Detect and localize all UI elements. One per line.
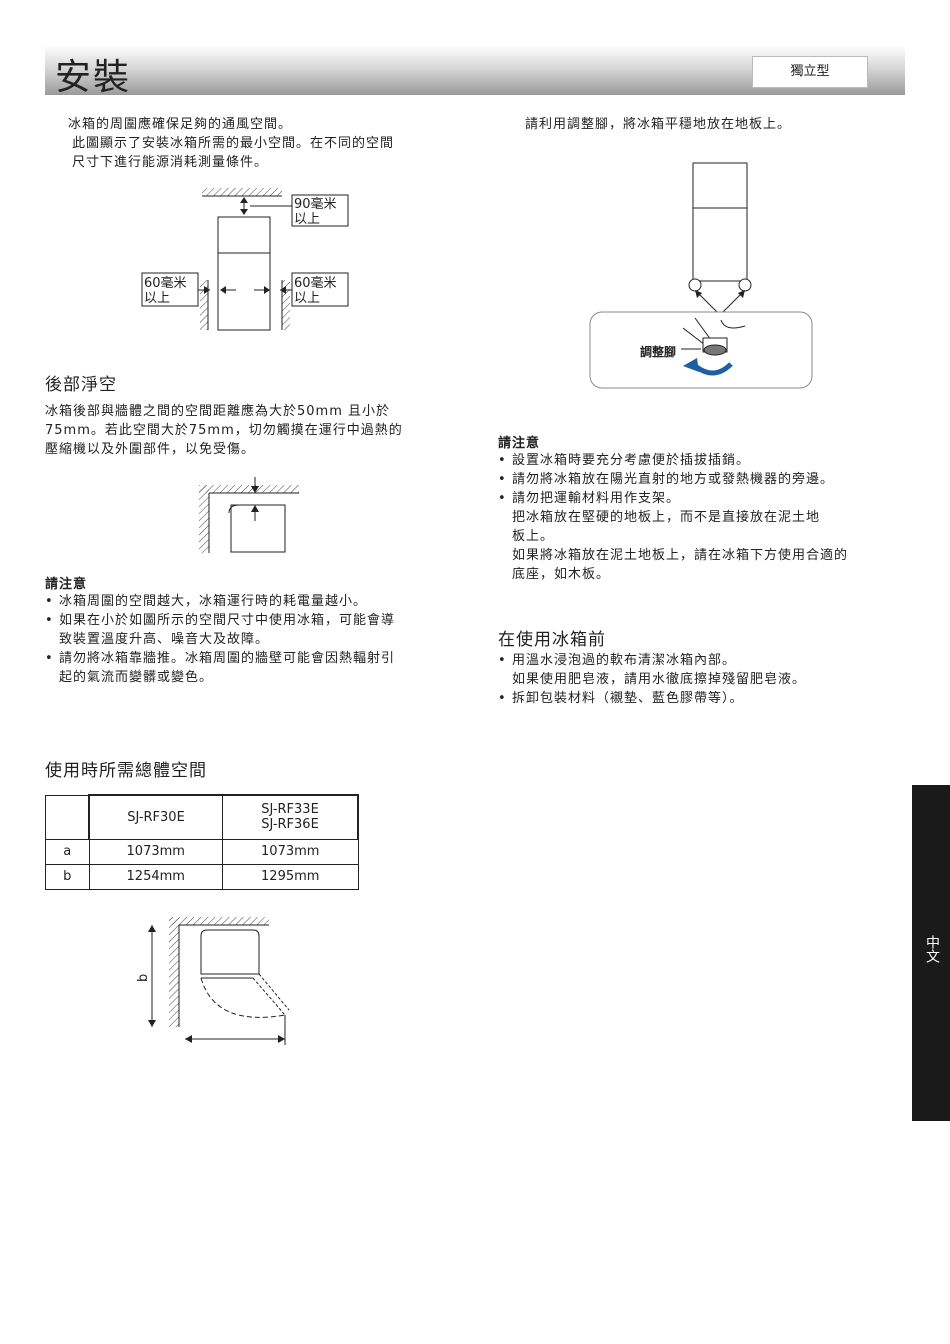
rear-title: 後部淨空: [45, 375, 117, 395]
type-badge: 獨立型: [752, 56, 868, 88]
language-side-tab: 中文: [912, 785, 950, 1121]
foot-label: 調整腳: [640, 344, 676, 359]
rear-line: 冰箱後部與牆體之間的空間距離應為大於50mm 且小於: [45, 404, 391, 419]
table-header: SJ-RF30E: [88, 794, 223, 840]
note1-list: 冰箱周圍的空間越大，冰箱運行時的耗電量越小。 如果在小於如圖所示的空間尺寸中使用…: [45, 592, 455, 687]
list-item: 拆卸包裝材料（襯墊、藍色膠帶等）。: [498, 689, 908, 708]
door-swing-diagram: b: [136, 917, 290, 1045]
space-title: 使用時所需總體空間: [45, 761, 207, 781]
intro-line: 冰箱的周圍應確保足夠的通風空間。: [68, 117, 293, 132]
before-title: 在使用冰箱前: [498, 630, 606, 650]
list-item: 設置冰箱時要充分考慮便於插拔插銷。: [498, 451, 908, 470]
left-label: 60毫米: [144, 275, 187, 291]
level-text: 請利用調整腳，將冰箱平穩地放在地板上。: [525, 117, 792, 132]
list-item: 用溫水浸泡過的軟布清潔冰箱內部。如果使用肥皂液，請用水徹底擦掉殘留肥皂液。: [498, 651, 908, 689]
table-row: b 1254mm 1295mm: [45, 863, 359, 890]
rear-clearance-diagram: [199, 477, 299, 553]
rear-line: 75mm。若此空間大於75mm，切勿觸摸在運行中過熱的: [45, 423, 403, 438]
leveling-diagram: 調整腳: [589, 162, 813, 389]
before-list: 用溫水浸泡過的軟布清潔冰箱內部。如果使用肥皂液，請用水徹底擦掉殘留肥皂液。 拆卸…: [498, 651, 908, 708]
dimension-b-label: b: [136, 974, 151, 982]
right-label-2: 以上: [294, 291, 320, 306]
rear-text: 冰箱後部與牆體之間的空間距離應為大於50mm 且小於 75mm。若此空間大於75…: [45, 402, 403, 459]
table-row: a 1073mm 1073mm: [45, 838, 359, 865]
list-item: 請勿把運輸材料用作支架。 把冰箱放在堅硬的地板上，而不是直接放在泥土地 板上。 …: [498, 489, 908, 584]
clearance-diagram: 90毫米 以上 60毫米 以上 60毫米 以上: [141, 188, 349, 331]
list-item: 冰箱周圍的空間越大，冰箱運行時的耗電量越小。: [45, 592, 455, 611]
intro-line: 此圖顯示了安裝冰箱所需的最小空間。在不同的空間: [72, 136, 395, 151]
page-title: 安裝: [55, 57, 132, 98]
note2-title: 請注意: [498, 436, 541, 451]
note2-list: 設置冰箱時要充分考慮便於插拔插銷。 請勿將冰箱放在陽光直射的地方或發熱機器的旁邊…: [498, 451, 908, 584]
language-label: 中文: [924, 935, 940, 963]
left-label-2: 以上: [144, 291, 170, 306]
list-item: 請勿將冰箱放在陽光直射的地方或發熱機器的旁邊。: [498, 470, 908, 489]
intro-text: 冰箱的周圍應確保足夠的通風空間。 此圖顯示了安裝冰箱所需的最小空間。在不同的空間…: [68, 115, 394, 172]
right-label: 60毫米: [294, 275, 337, 291]
rear-line: 壓縮機以及外圍部件，以免受傷。: [45, 442, 256, 457]
top-label: 90毫米: [294, 196, 337, 212]
intro-line: 尺寸下進行能源消耗測量條件。: [72, 155, 269, 170]
note1-title: 請注意: [45, 577, 88, 592]
top-label-2: 以上: [294, 212, 320, 227]
